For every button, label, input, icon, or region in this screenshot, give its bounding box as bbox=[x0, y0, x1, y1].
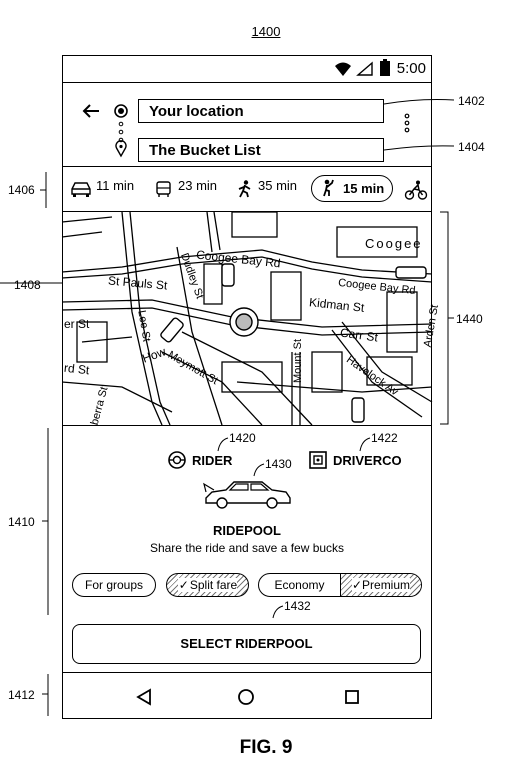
signal-icon bbox=[356, 61, 373, 76]
ref-1420: 1420 bbox=[229, 431, 256, 445]
ref-1432: 1432 bbox=[284, 599, 311, 613]
ride-title: RIDEPOOL bbox=[213, 523, 281, 538]
ref-1406: 1406 bbox=[8, 183, 35, 197]
rider-logo-icon bbox=[168, 451, 186, 469]
check-icon: ✓ bbox=[177, 578, 190, 592]
divider bbox=[62, 672, 432, 673]
transit-icon[interactable] bbox=[156, 181, 172, 197]
mode-transit-time[interactable]: 23 min bbox=[178, 178, 218, 193]
route-dots-icon bbox=[118, 121, 124, 143]
status-bar: 5:00 bbox=[62, 55, 432, 83]
check-icon: ✓ bbox=[351, 578, 363, 592]
ride-hail-icon bbox=[323, 179, 334, 197]
option-split-fare[interactable]: ✓Split fare bbox=[166, 573, 249, 597]
mode-ride-time: 15 min bbox=[343, 181, 385, 196]
battery-icon bbox=[380, 59, 390, 76]
ref-1410: 1410 bbox=[8, 515, 35, 529]
ref-1404: 1404 bbox=[458, 140, 485, 154]
destination-pin-icon bbox=[115, 140, 127, 158]
service-rider-label: RIDER bbox=[192, 453, 233, 468]
home-circle-icon[interactable] bbox=[238, 689, 254, 705]
divider bbox=[62, 425, 432, 426]
option-for-groups[interactable]: For groups bbox=[72, 573, 156, 597]
mode-car-time[interactable]: 11 min bbox=[96, 178, 135, 193]
car-marker bbox=[160, 263, 427, 423]
ref-1402: 1402 bbox=[458, 94, 485, 108]
ref-1440: 1440 bbox=[456, 312, 483, 326]
clock: 5:00 bbox=[396, 60, 426, 77]
driverco-logo-icon bbox=[309, 451, 327, 469]
ref-1422: 1422 bbox=[371, 431, 398, 445]
option-fare-class[interactable]: Economy ✓Premium bbox=[258, 573, 422, 597]
car-icon[interactable] bbox=[70, 181, 92, 197]
street-label: Coogee bbox=[365, 236, 423, 251]
service-driverco[interactable]: DRIVERCO bbox=[309, 450, 419, 470]
destination-input[interactable]: The Bucket List bbox=[138, 138, 384, 162]
bike-icon[interactable] bbox=[404, 180, 428, 200]
origin-dot-icon bbox=[114, 104, 128, 118]
figure-number: 1400 bbox=[251, 24, 281, 39]
service-rider[interactable]: RIDER bbox=[168, 450, 248, 470]
option-economy[interactable]: Economy bbox=[259, 574, 341, 596]
street-label: er St bbox=[64, 317, 90, 331]
recents-square-icon[interactable] bbox=[345, 690, 359, 704]
back-arrow-icon[interactable] bbox=[82, 104, 100, 118]
figure-caption: FIG. 9 bbox=[239, 737, 293, 758]
mode-ride-selected[interactable]: 15 min bbox=[311, 175, 393, 202]
wifi-icon bbox=[335, 62, 351, 76]
select-riderpool-button[interactable]: SELECT RIDERPOOL bbox=[72, 624, 421, 664]
option-premium[interactable]: ✓Premium bbox=[341, 574, 421, 596]
ref-1412: 1412 bbox=[8, 688, 35, 702]
option-premium-label: Premium bbox=[362, 578, 411, 592]
walk-icon[interactable] bbox=[238, 180, 252, 198]
service-driverco-label: DRIVERCO bbox=[333, 453, 402, 468]
back-triangle-icon[interactable] bbox=[136, 688, 151, 706]
car-illustration-icon bbox=[203, 481, 291, 509]
ref-1430: 1430 bbox=[265, 457, 292, 471]
ride-subtitle: Share the ride and save a few bucks bbox=[149, 541, 345, 555]
ref-1408: 1408 bbox=[14, 278, 41, 292]
mode-walk-time[interactable]: 35 min bbox=[258, 178, 298, 193]
origin-input[interactable]: Your location bbox=[138, 99, 384, 123]
map[interactable] bbox=[61, 211, 433, 426]
divider bbox=[62, 166, 432, 167]
option-split-fare-label: Split fare bbox=[189, 578, 238, 592]
more-vert-icon[interactable] bbox=[404, 113, 410, 133]
